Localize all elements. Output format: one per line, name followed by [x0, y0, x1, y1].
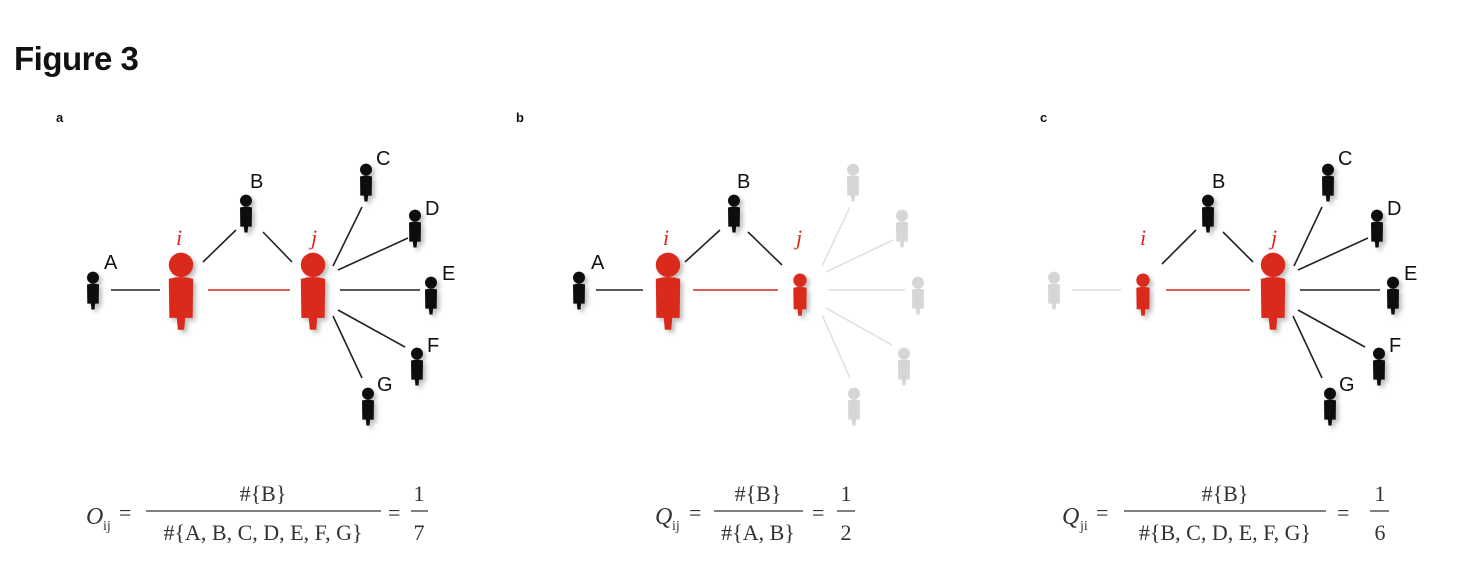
formula-a-result-num: 1	[414, 481, 425, 506]
person-icon-c	[1322, 163, 1334, 202]
panel-b-label-i: i	[663, 225, 669, 250]
panel-c-label-j: j	[1268, 225, 1277, 250]
panel-a-node-i	[168, 252, 194, 330]
faded-person-icon	[898, 347, 910, 386]
faded-person-icon	[847, 163, 859, 202]
formula-c-equals2: =	[1337, 500, 1349, 525]
person-icon-e	[425, 276, 437, 315]
panel-b-label-a: A	[591, 252, 605, 274]
faded-person-icon	[1048, 271, 1060, 310]
panel-b-faded-edges	[821, 206, 905, 379]
formula-a-equals: =	[119, 500, 131, 525]
person-icon-f	[411, 347, 423, 386]
formula-c-equals: =	[1096, 500, 1108, 525]
formula-c-symbol: Q	[1062, 504, 1079, 530]
panel-a-diagram: i j A B C D E F G	[87, 148, 455, 426]
person-icon-a	[573, 271, 585, 310]
person-icon-b	[728, 194, 740, 233]
figure-title: Figure 3	[14, 40, 139, 77]
person-icon-e	[1387, 276, 1399, 315]
panel-c-label-b: B	[1212, 171, 1225, 193]
panel-c-label-e: E	[1404, 263, 1417, 285]
panel-c-faded-neighbors	[1048, 271, 1060, 310]
formula-b-subscript: ij	[672, 519, 680, 534]
panel-b-diagram: i j A B	[573, 163, 924, 426]
panel-c-diagram: i j B C D E F G	[1048, 148, 1417, 426]
panel-c-label-d: D	[1387, 198, 1401, 220]
formula-b-numerator: #{B}	[735, 481, 782, 506]
faded-person-icon	[912, 276, 924, 315]
panel-c-node-i	[1136, 273, 1150, 316]
panel-c-neighbors	[1202, 163, 1399, 426]
panel-a-label-d: D	[425, 198, 439, 220]
panel-c-node-j	[1260, 252, 1286, 330]
panel-b-label-j: j	[793, 225, 802, 250]
person-icon-b	[240, 194, 252, 233]
panel-a-label-a: A	[104, 252, 118, 274]
formula-a-subscript: ij	[103, 519, 111, 534]
panel-a-label-c: C	[376, 148, 390, 170]
person-icon-c	[360, 163, 372, 202]
panel-letter-b: b	[516, 110, 524, 125]
panel-letter-c: c	[1040, 110, 1048, 125]
panel-b-node-j	[793, 273, 807, 316]
panel-b-node-i	[655, 252, 681, 330]
person-icon-d	[1371, 209, 1383, 248]
formula-b-equals2: =	[812, 500, 824, 525]
person-icon-b	[1202, 194, 1214, 233]
formula-a-denominator: #{A, B, C, D, E, F, G}	[163, 520, 362, 545]
formula-a-equals2: =	[388, 500, 400, 525]
person-icon-d	[409, 209, 421, 248]
person-icon-g	[362, 387, 374, 426]
formula-c: Q ji = #{B} #{B, C, D, E, F, G} = 1 6	[1062, 481, 1389, 545]
faded-person-icon	[896, 209, 908, 248]
person-icon-g	[1324, 387, 1336, 426]
formula-c-subscript: ji	[1079, 519, 1088, 534]
panel-c-label-f: F	[1389, 335, 1401, 357]
formula-a-numerator: #{B}	[240, 481, 287, 506]
formula-b-symbol: Q	[655, 504, 672, 530]
formula-b: Q ij = #{B} #{A, B} = 1 2	[655, 481, 855, 545]
formula-b-result-den: 2	[841, 520, 852, 545]
panel-b-faded-neighbors	[847, 163, 924, 426]
panel-c-label-i: i	[1140, 225, 1146, 250]
formula-b-equals: =	[689, 500, 701, 525]
faded-person-icon	[848, 387, 860, 426]
panel-a-edges	[111, 206, 420, 379]
panel-a-node-j	[300, 252, 326, 330]
panel-c-label-g: G	[1339, 374, 1355, 396]
formula-c-result-num: 1	[1375, 481, 1386, 506]
panel-a-label-e: E	[442, 263, 455, 285]
formula-c-numerator: #{B}	[1202, 481, 1249, 506]
formula-b-denominator: #{A, B}	[721, 520, 795, 545]
panel-letter-a: a	[56, 110, 64, 125]
person-icon-f	[1373, 347, 1385, 386]
panel-c-label-c: C	[1338, 148, 1352, 170]
panel-b-edges	[596, 229, 783, 291]
panel-a-label-j: j	[308, 225, 317, 250]
formula-a-result-den: 7	[414, 520, 425, 545]
panel-a-label-f: F	[427, 335, 439, 357]
panel-a-label-b: B	[250, 171, 263, 193]
person-icon-a	[87, 271, 99, 310]
panel-b-label-b: B	[737, 171, 750, 193]
formula-a-symbol: O	[86, 504, 103, 530]
panel-a-label-i: i	[176, 225, 182, 250]
formula-c-result-den: 6	[1375, 520, 1386, 545]
panel-c-edges	[1161, 206, 1380, 379]
formula-a: O ij = #{B} #{A, B, C, D, E, F, G} = 1 7	[86, 481, 428, 545]
panel-a-label-g: G	[377, 374, 393, 396]
formula-c-denominator: #{B, C, D, E, F, G}	[1139, 520, 1311, 545]
formula-b-result-num: 1	[841, 481, 852, 506]
